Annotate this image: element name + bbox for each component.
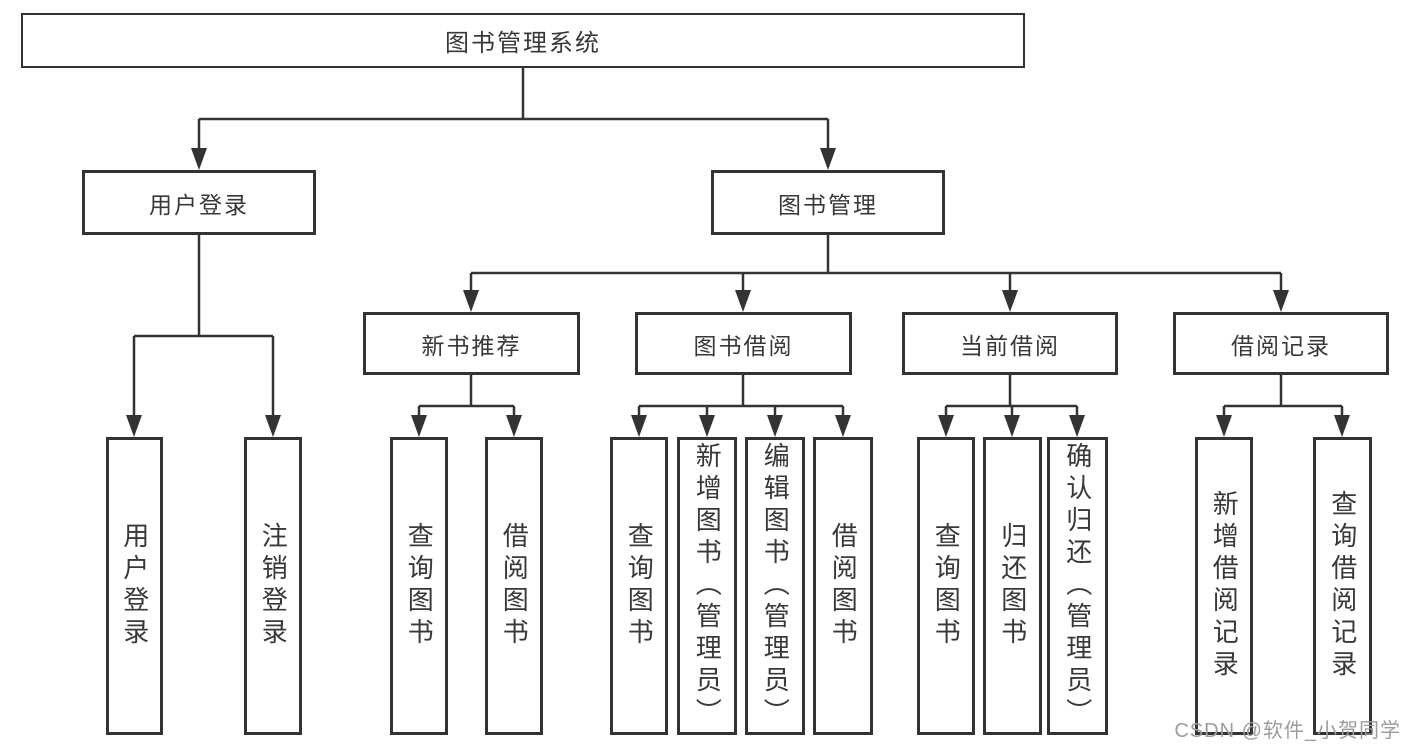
- node-root-label: 图书管理系统: [445, 30, 601, 57]
- leaf-query-borrow-record: 查询借阅记录: [1313, 437, 1372, 735]
- node-new-book-recommend-label: 新书推荐: [421, 332, 522, 359]
- leaf-add-borrow-record: 新增借阅记录: [1195, 437, 1253, 735]
- leaf-borrow-books-recommend-label: 借阅图书: [499, 522, 530, 650]
- leaf-query-books-current-label: 查询图书: [931, 522, 962, 650]
- leaf-confirm-return-admin: 确认归还（管理员）: [1047, 437, 1108, 735]
- leaf-edit-book-admin: 编辑图书（管理员）: [745, 437, 805, 735]
- csdn-watermark: CSDN @软件_小贺同学: [1174, 720, 1401, 742]
- leaf-query-books-recommend: 查询图书: [390, 437, 448, 735]
- leaf-edit-book-admin-label: 编辑图书（管理员）: [760, 442, 791, 730]
- node-book-management: 图书管理: [711, 170, 945, 235]
- node-current-borrow-label: 当前借阅: [960, 332, 1060, 359]
- leaf-add-book-admin: 新增图书（管理员）: [677, 437, 737, 735]
- leaf-borrow-books-recommend: 借阅图书: [485, 437, 543, 735]
- leaf-add-book-admin-label: 新增图书（管理员）: [692, 442, 723, 730]
- connector-current-borrow-to-leaves: [938, 375, 1085, 437]
- node-user-login-branch-label: 用户登录: [149, 191, 249, 218]
- leaf-return-book-label: 归还图书: [997, 522, 1028, 650]
- node-new-book-recommend: 新书推荐: [363, 312, 580, 375]
- leaf-borrow-books-label: 借阅图书: [828, 522, 859, 650]
- node-current-borrow: 当前借阅: [902, 312, 1118, 375]
- leaf-confirm-return-admin-label: 确认归还（管理员）: [1062, 442, 1093, 730]
- leaf-logout-label: 注销登录: [258, 522, 289, 650]
- node-borrow-records-label: 借阅记录: [1231, 332, 1331, 359]
- connector-new-book-to-leaves: [411, 375, 522, 437]
- leaf-query-books-recommend-label: 查询图书: [404, 522, 435, 650]
- leaf-query-books-current: 查询图书: [917, 437, 975, 735]
- leaf-query-books-borrow-label: 查询图书: [624, 522, 655, 650]
- connector-root-to-level2: [191, 68, 836, 170]
- connector-borrow-record-to-leaves: [1216, 375, 1350, 437]
- leaf-query-books-borrow: 查询图书: [610, 437, 668, 735]
- leaf-borrow-books: 借阅图书: [813, 437, 873, 735]
- node-book-borrow: 图书借阅: [635, 312, 852, 375]
- connector-book-borrow-to-leaves: [631, 375, 851, 437]
- leaf-user-login: 用户登录: [106, 437, 163, 735]
- leaf-user-login-label: 用户登录: [119, 522, 150, 650]
- leaf-logout: 注销登录: [244, 437, 302, 735]
- connector-book-mgmt-to-level3: [463, 235, 1289, 312]
- node-borrow-records: 借阅记录: [1173, 312, 1389, 375]
- node-book-borrow-label: 图书借阅: [693, 332, 794, 359]
- connector-user-login-to-leaves: [126, 235, 281, 437]
- leaf-return-book: 归还图书: [983, 437, 1042, 735]
- node-root: 图书管理系统: [21, 13, 1025, 68]
- leaf-query-borrow-record-label: 查询借阅记录: [1327, 490, 1358, 682]
- node-user-login-branch: 用户登录: [82, 170, 316, 235]
- leaf-add-borrow-record-label: 新增借阅记录: [1209, 490, 1240, 682]
- node-book-management-label: 图书管理: [778, 191, 878, 218]
